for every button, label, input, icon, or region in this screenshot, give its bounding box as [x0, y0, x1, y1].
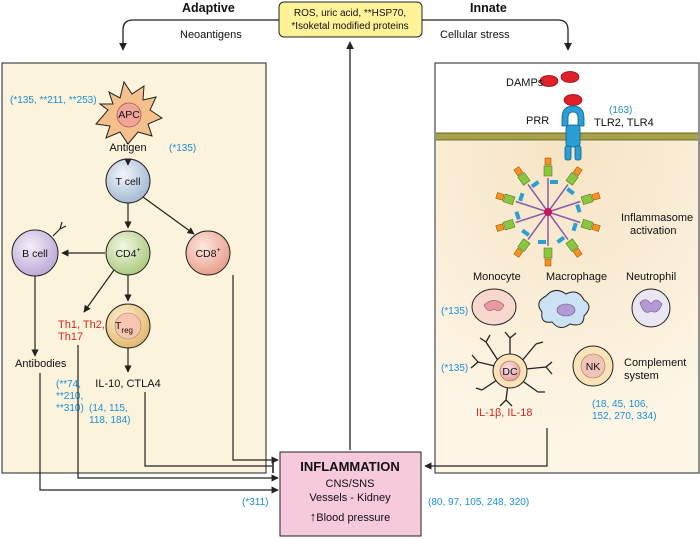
stimuli-line-2: *Isoketal modified proteins	[291, 21, 408, 32]
damp-molecule-bound	[563, 94, 583, 106]
b-cell-receptor-icon	[52, 221, 67, 237]
cd8-to-inflammation-line	[232, 275, 279, 464]
apc-label: APC	[118, 109, 140, 121]
dc-label: DC	[502, 366, 518, 378]
cd8-label: CD8+	[195, 247, 220, 260]
prr-label: PRR	[526, 115, 549, 127]
treg-nucleus	[114, 312, 142, 340]
th-line-1: Th1, Th2,	[58, 319, 105, 331]
inflammation-refs-left: (*311)	[242, 497, 269, 508]
dendritic-cell	[470, 331, 553, 407]
inflammation-box	[279, 451, 422, 537]
antigen-label: Antigen	[109, 142, 146, 154]
damps-label: DAMPs	[506, 77, 544, 89]
tcell-to-cd8-arrow	[142, 196, 195, 235]
treg-refs-1: (14, 115,	[89, 403, 128, 414]
inflammation-title: INFLAMMATION	[300, 459, 399, 474]
prr-receptor-icon	[561, 105, 585, 127]
adaptive-header: Adaptive	[182, 1, 235, 15]
damp-molecule-2	[560, 71, 580, 83]
antibodies-refs-3: **310)	[56, 403, 84, 414]
neoantigens-arrow	[119, 19, 279, 51]
monocyte-refs: (*135)	[441, 306, 468, 317]
inflammasome-icon	[492, 157, 604, 267]
dc-nucleus	[499, 360, 521, 382]
innate-header: Innate	[470, 1, 507, 15]
inflammation-line-3: ↑Blood pressure	[310, 509, 391, 524]
antigen-refs: (*135)	[169, 143, 196, 154]
inflammasome-label-2: activation	[630, 225, 676, 237]
up-arrow-icon: ↑	[310, 509, 317, 524]
th-line-2: Th17	[58, 331, 83, 343]
tlr-refs: (163)	[609, 105, 632, 116]
monocyte-label: Monocyte	[473, 271, 521, 283]
inflammasome-label-1: Inflammasome	[621, 212, 693, 224]
inflammation-line-1: CNS/SNS	[326, 478, 375, 490]
th-to-inflammation-line	[77, 345, 279, 482]
neutrophil-nucleus	[639, 299, 663, 313]
complement-refs-1: (18, 45, 106,	[592, 399, 648, 410]
apc-refs: (*135, **211, **253)	[10, 95, 97, 106]
tlr-label: TLR2, TLR4	[594, 117, 654, 129]
dc-refs: (*135)	[441, 363, 468, 374]
nk-nucleus	[580, 353, 606, 379]
inflammation-line-2: Vessels - Kidney	[309, 492, 391, 504]
il10-to-inflammation-line	[144, 392, 272, 467]
nk-label: NK	[586, 361, 601, 373]
apc-nucleus	[116, 102, 142, 128]
neutrophil-label: Neutrophil	[626, 271, 676, 283]
antibodies-label: Antibodies	[15, 358, 67, 370]
innate-to-inflammation-line	[424, 428, 548, 470]
neoantigens-label: Neoantigens	[180, 29, 242, 41]
complement-label-2: system	[624, 370, 659, 382]
cd4-label: CD4+	[115, 247, 140, 260]
antibodies-refs-2: **210,	[56, 391, 83, 402]
complement-refs-2: 152, 270, 334)	[592, 411, 657, 422]
macrophage-nucleus	[556, 303, 576, 317]
cd8-cell	[185, 230, 231, 276]
il1-label: IL-1β, IL-18	[476, 407, 532, 419]
antibodies-refs-1: (**74,	[56, 379, 81, 390]
treg-refs-2: 118, 184)	[89, 415, 131, 426]
b-cell-label: B cell	[22, 248, 48, 260]
damp-molecule-1	[539, 75, 559, 87]
antibodies-to-inflammation-line	[39, 373, 279, 494]
complement-label-1: Complement	[624, 357, 686, 369]
cd4-to-th-arrow	[83, 269, 115, 313]
cellular-stress-label: Cellular stress	[440, 29, 510, 41]
stimuli-line-1: ROS, uric acid, **HSP70,	[294, 8, 406, 19]
t-cell-label: T cell	[116, 176, 141, 188]
monocyte-nucleus	[483, 300, 505, 312]
cellular-stress-arrow	[422, 19, 572, 51]
macrophage-label: Macrophage	[546, 271, 607, 283]
treg-label: Treg	[115, 320, 133, 335]
il10-label: IL-10, CTLA4	[95, 378, 160, 390]
inflammation-refs-right: (80, 97, 105, 248, 320)	[428, 497, 529, 508]
